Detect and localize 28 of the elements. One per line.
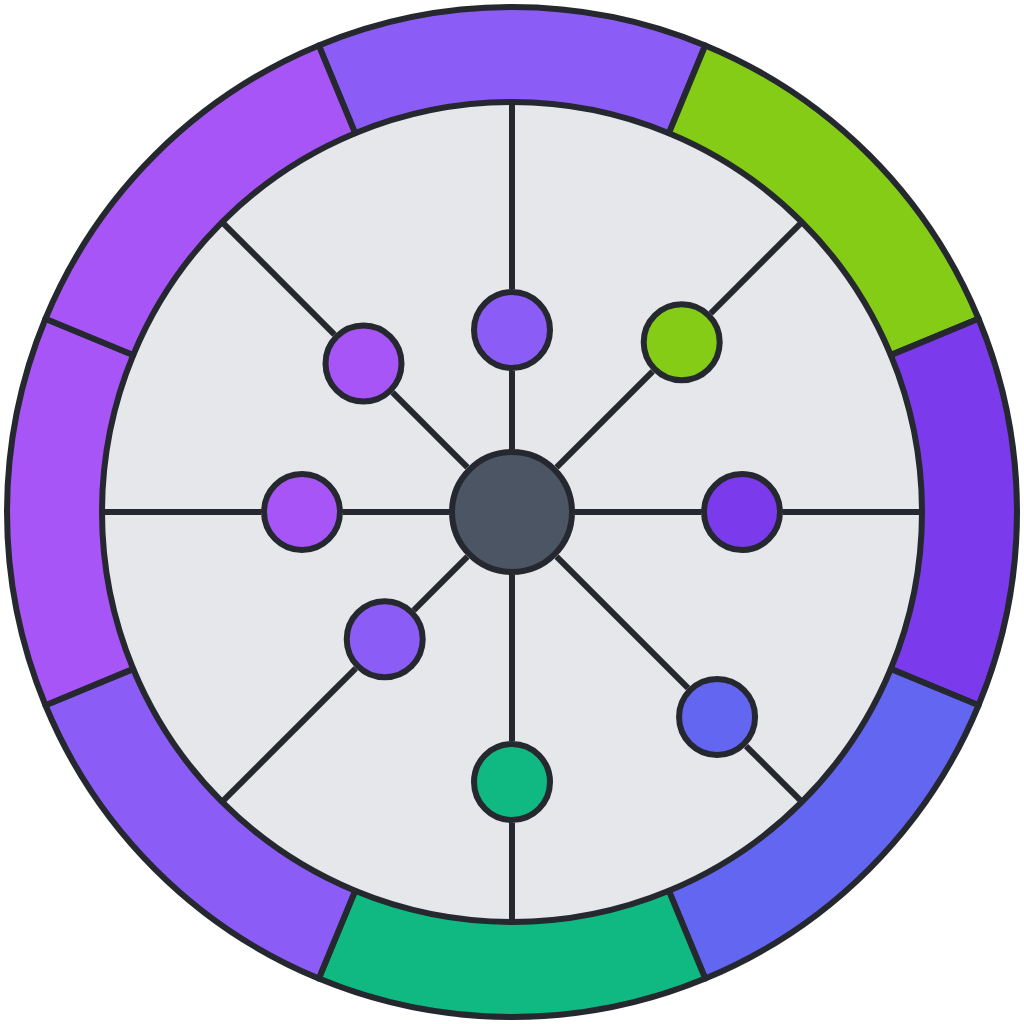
ring-segment — [665, 42, 982, 359]
spoke-line — [509, 575, 515, 741]
ring-segment — [4, 315, 137, 709]
ring-segment — [42, 665, 359, 982]
spoke-line — [411, 554, 470, 613]
spoke-line — [554, 554, 691, 691]
ring-segment — [315, 4, 709, 137]
spoke-line — [219, 219, 337, 337]
spoke-circle — [701, 471, 783, 553]
spoke-line — [343, 509, 449, 515]
spoke-circle — [261, 471, 343, 553]
ring-segment — [315, 887, 709, 1020]
ring-segment — [665, 665, 982, 982]
ring-segment — [887, 315, 1020, 709]
spoke-line — [575, 509, 701, 515]
spoke-line — [390, 390, 470, 470]
spoke-line — [219, 666, 358, 805]
spoke-line — [509, 823, 515, 922]
spoke-line — [509, 371, 515, 449]
hub-circle — [449, 449, 575, 575]
spoke-line — [102, 509, 261, 515]
spoke-line — [783, 509, 922, 515]
ring-segment — [42, 42, 359, 359]
spoke-line — [554, 369, 655, 470]
spoke-line — [708, 219, 805, 316]
spoke-line — [743, 743, 805, 805]
spoke-line — [509, 102, 515, 289]
spoke-circle — [471, 741, 553, 823]
